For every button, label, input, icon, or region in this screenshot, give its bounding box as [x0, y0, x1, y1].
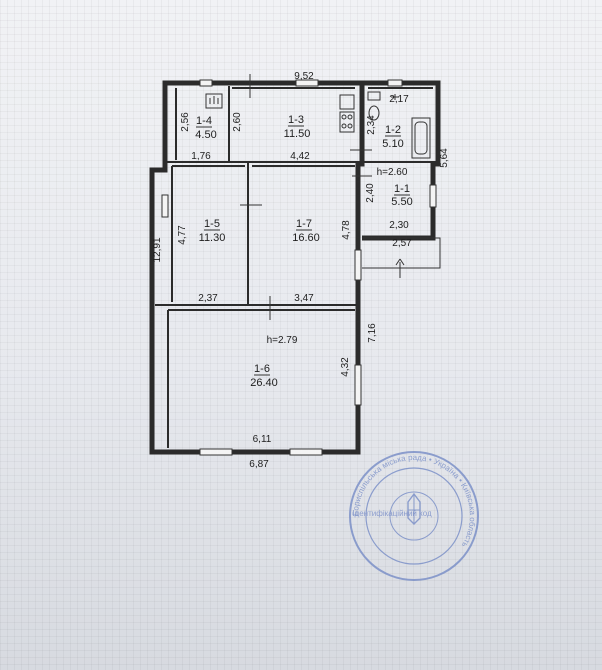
room-area: 5.50	[391, 196, 412, 208]
window-1-1	[429, 184, 437, 208]
room-id: 1-7	[296, 218, 312, 230]
bathtub-fixture	[411, 117, 431, 159]
room-1-4: 1-4 4.50	[195, 115, 216, 141]
dim-1-4-height: 2,56	[180, 112, 191, 132]
dim-main-ceiling: h=2.79	[267, 335, 298, 346]
window-1-6-right	[354, 364, 362, 406]
room-area: 26.40	[250, 377, 278, 389]
room-area: 11.50	[284, 128, 311, 140]
room-area: 4.50	[195, 129, 216, 141]
room-1-7: 1-7 16.60	[292, 218, 320, 244]
room-id: 1-6	[254, 363, 270, 375]
dim-1-6-height: 4,32	[340, 357, 351, 377]
dim-1-3-height: 2,60	[232, 112, 243, 132]
dim-1-4-width: 1,76	[191, 151, 211, 162]
dim-1-5-height: 4,77	[177, 225, 188, 245]
sink-fixture	[205, 93, 223, 109]
dim-annex-ceiling: h=2.60	[377, 167, 408, 178]
dim-1-6-width: 6,11	[253, 434, 272, 445]
porch-outline	[362, 237, 441, 269]
dim-top-width: 9,52	[294, 71, 314, 82]
main-house-outline	[149, 80, 365, 455]
dim-1-3-width: 4,42	[290, 151, 310, 162]
toilet-fixture	[367, 91, 381, 121]
room-1-2: 1-2 5.10	[382, 124, 403, 150]
room-id: 1-2	[385, 124, 401, 136]
dim-1-5-width: 2,37	[198, 293, 218, 304]
room-area: 5.10	[382, 138, 403, 150]
room-id: 1-1	[394, 183, 410, 195]
dim-bottom-total: 6,87	[249, 459, 269, 470]
room-id: 1-3	[288, 114, 304, 126]
room-area: 11.30	[199, 232, 226, 244]
official-stamp: Бориспільська міська рада • Україна • Ки…	[349, 451, 479, 581]
window-1-7	[354, 249, 362, 281]
dim-bath-width: 2,17	[389, 94, 409, 105]
window-1-5	[161, 194, 169, 218]
room-id: 1-4	[196, 115, 212, 127]
dim-left-total: 12,91	[152, 237, 163, 262]
dim-annex-side: 5,64	[439, 148, 450, 168]
dim-1-1-inner-width: 2,30	[389, 220, 409, 231]
room-area: 16.60	[292, 232, 320, 244]
window-1-4	[199, 79, 213, 87]
room-1-3: 1-3 11.50	[284, 114, 311, 140]
dim-1-7-height: 4,78	[341, 220, 352, 240]
room-1-6: 1-6 26.40	[250, 363, 278, 389]
room-1-1: 1-1 5.50	[391, 183, 412, 208]
window-1-2	[387, 79, 403, 87]
window-1-3	[295, 79, 319, 87]
window-1-6-bottom-left	[199, 448, 233, 456]
dim-1-2-height: 2,34	[366, 115, 377, 135]
svg-text:Ідентифікаційний код: Ідентифікаційний код	[352, 509, 432, 518]
window-1-6-bottom-right	[289, 448, 323, 456]
dim-1-7-width: 3,47	[294, 293, 314, 304]
room-1-5: 1-5 11.30	[199, 218, 226, 244]
drain-fixture	[391, 94, 399, 100]
dim-1-1-outer-width: 2,57	[392, 238, 412, 249]
room-id: 1-5	[204, 218, 220, 230]
door-arrow	[395, 258, 401, 266]
dim-1-1-height: 2,40	[365, 183, 376, 203]
dim-right-lower: 7,16	[367, 323, 378, 343]
stove-fixture	[339, 94, 355, 133]
